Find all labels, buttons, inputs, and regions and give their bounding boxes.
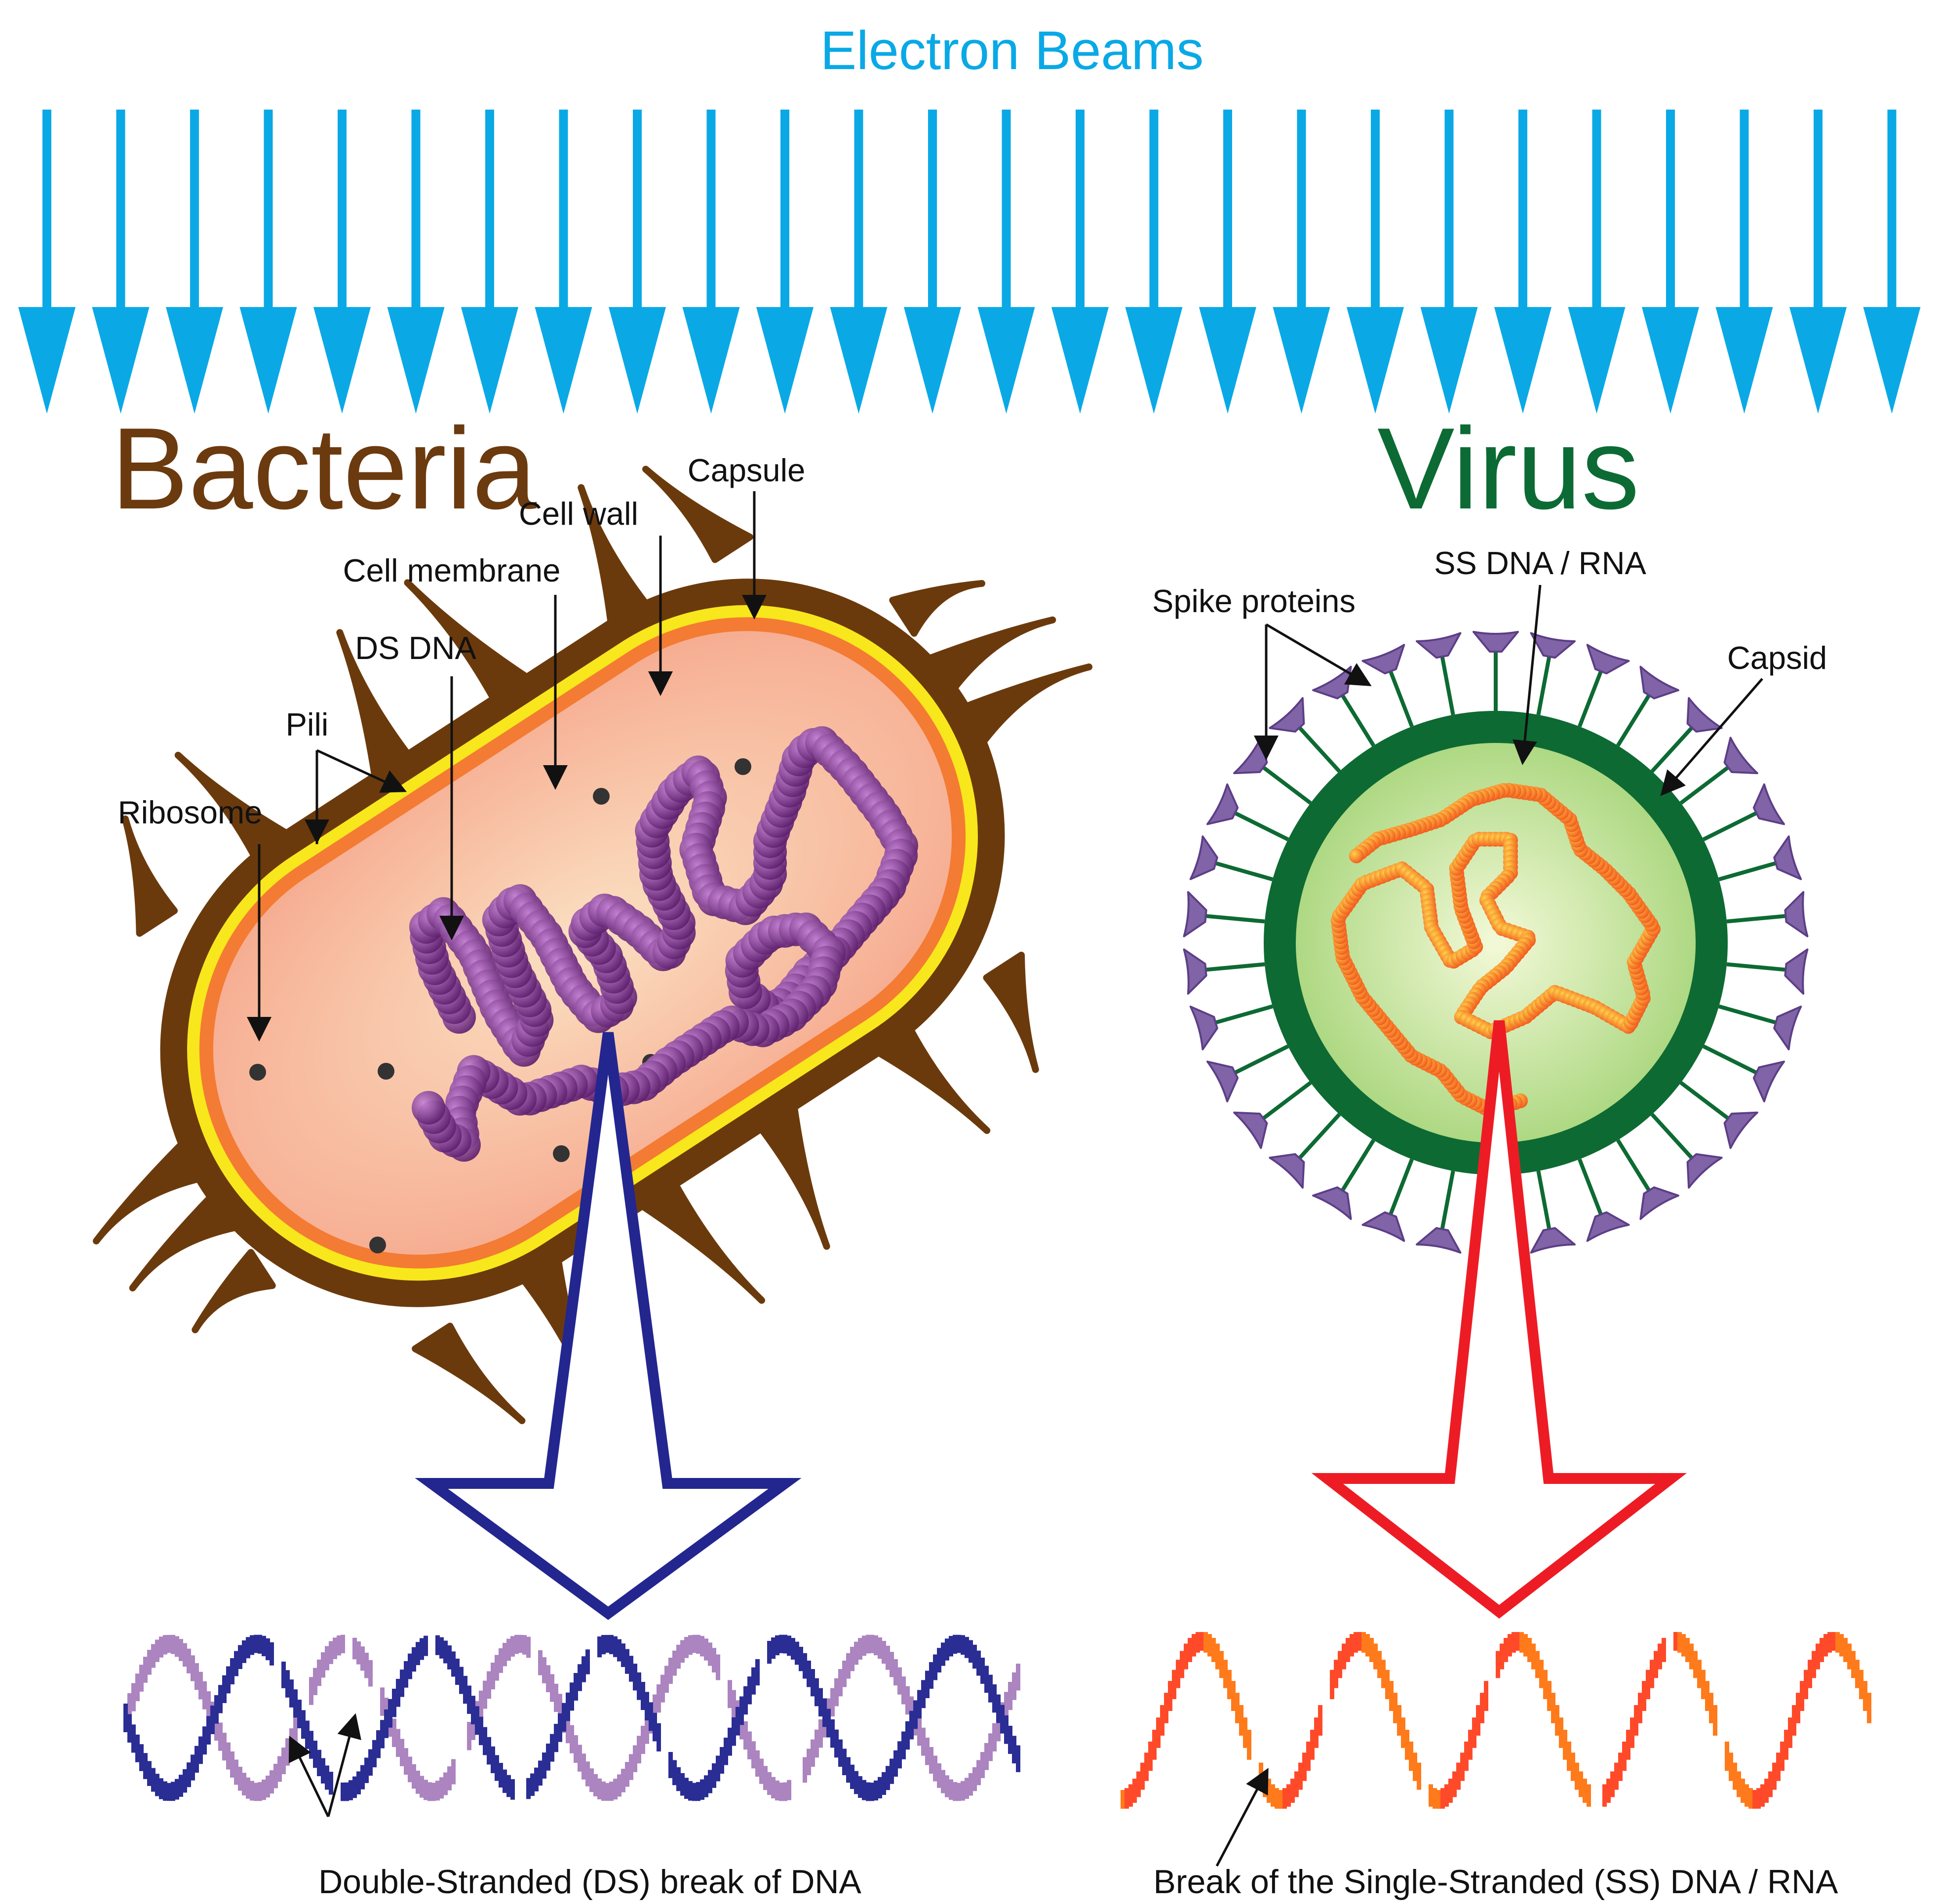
spike-protein xyxy=(1269,697,1341,773)
beam-arrow xyxy=(682,110,740,414)
spike-protein xyxy=(1183,891,1265,937)
beam-arrow xyxy=(609,110,666,414)
beam-arrow xyxy=(313,110,371,414)
spike-protein xyxy=(1233,737,1312,805)
ss-break-leaders xyxy=(1215,1768,1269,1867)
beam-arrow xyxy=(1863,110,1921,414)
pili-group xyxy=(92,466,1093,1424)
label-capsid: Capsid xyxy=(1727,640,1827,676)
bacteria-heading: Bacteria xyxy=(111,403,537,533)
spike-protein xyxy=(1718,835,1802,882)
spike-protein xyxy=(1416,632,1462,715)
spike-protein xyxy=(1312,665,1375,747)
beam-arrow xyxy=(92,110,150,414)
ss-rna-strand xyxy=(1121,1632,1871,1809)
ds-break-arrow xyxy=(415,1032,802,1620)
ds-break-leaders xyxy=(288,1713,361,1818)
beam-arrow xyxy=(1494,110,1551,414)
spike-protein xyxy=(1679,1081,1758,1149)
spike-protein xyxy=(1616,665,1679,747)
ds-break-caption: Double-Stranded (DS) break of DNA xyxy=(318,1863,861,1901)
beam-arrow xyxy=(1273,110,1330,414)
label-ribosome: Ribosome xyxy=(118,794,263,830)
label-cell-wall: Cell wall xyxy=(519,496,638,532)
label-ds-dna: DS DNA xyxy=(355,630,476,666)
spike-protein xyxy=(1726,891,1809,937)
spike-protein xyxy=(1578,1158,1630,1242)
ds-dna-coil xyxy=(409,726,918,1162)
ribosomes xyxy=(249,758,751,1253)
spike-protein xyxy=(1189,1004,1274,1050)
label-spike-proteins: Spike proteins xyxy=(1152,583,1356,619)
beam-arrow xyxy=(1642,110,1699,414)
label-cell-membrane: Cell membrane xyxy=(343,552,561,588)
spike-protein xyxy=(1206,783,1289,842)
virus-heading: Virus xyxy=(1377,403,1639,533)
beam-arrow xyxy=(904,110,961,414)
beam-arrow xyxy=(1347,110,1404,414)
spike-proteins-group xyxy=(1183,631,1809,1255)
spike-protein xyxy=(1530,1170,1576,1254)
ss-break-arrow xyxy=(1311,1020,1687,1619)
spike-protein xyxy=(1726,948,1809,995)
beam-arrow xyxy=(461,110,518,414)
spike-protein xyxy=(1233,1081,1312,1149)
beam-arrow xyxy=(1051,110,1109,414)
ds-dna-helix xyxy=(123,1634,1020,1801)
beam-arrow xyxy=(1199,110,1256,414)
spike-protein xyxy=(1702,783,1785,842)
electron-beam-arrows xyxy=(18,110,1921,414)
ss-genome-coil xyxy=(1330,782,1661,1118)
spike-protein xyxy=(1361,644,1414,728)
spike-protein xyxy=(1206,1044,1289,1103)
spike-protein xyxy=(1183,948,1265,995)
virus-leader-lines xyxy=(1254,584,1763,796)
spike-protein xyxy=(1650,1113,1723,1189)
spike-protein xyxy=(1361,1158,1414,1242)
spike-protein xyxy=(1312,1139,1375,1220)
beam-arrow xyxy=(239,110,297,414)
label-pili: Pili xyxy=(286,706,329,742)
beam-arrow xyxy=(1568,110,1626,414)
spike-protein xyxy=(1416,1170,1462,1254)
beam-arrow xyxy=(387,110,445,414)
beam-arrow xyxy=(18,110,76,414)
spike-protein xyxy=(1530,632,1576,715)
spike-protein xyxy=(1650,697,1723,773)
spike-protein xyxy=(1702,1044,1785,1103)
beam-arrow xyxy=(756,110,814,414)
spike-protein xyxy=(1269,1113,1341,1189)
label-capsule: Capsule xyxy=(688,452,805,488)
spike-protein xyxy=(1578,644,1630,728)
spike-protein xyxy=(1189,835,1274,882)
beam-arrow xyxy=(1789,110,1847,414)
beam-arrow xyxy=(977,110,1035,414)
beam-arrow xyxy=(1715,110,1773,414)
virus-particle xyxy=(1183,631,1809,1255)
label-ss-dna-rna: SS DNA / RNA xyxy=(1434,545,1646,581)
spike-protein xyxy=(1718,1004,1802,1050)
bacteria-leader-lines xyxy=(247,491,767,1042)
spike-protein xyxy=(1616,1139,1679,1220)
beam-arrow xyxy=(535,110,592,414)
ss-break-caption: Break of the Single-Stranded (SS) DNA / … xyxy=(1153,1863,1838,1901)
spike-protein xyxy=(1679,737,1758,805)
spike-protein xyxy=(1473,631,1519,711)
beam-arrow xyxy=(1125,110,1183,414)
bacteria-cell xyxy=(92,466,1093,1424)
diagram-title: Electron Beams xyxy=(820,20,1203,81)
beam-arrow xyxy=(1420,110,1478,414)
beam-arrow xyxy=(830,110,888,414)
beam-arrow xyxy=(166,110,223,414)
